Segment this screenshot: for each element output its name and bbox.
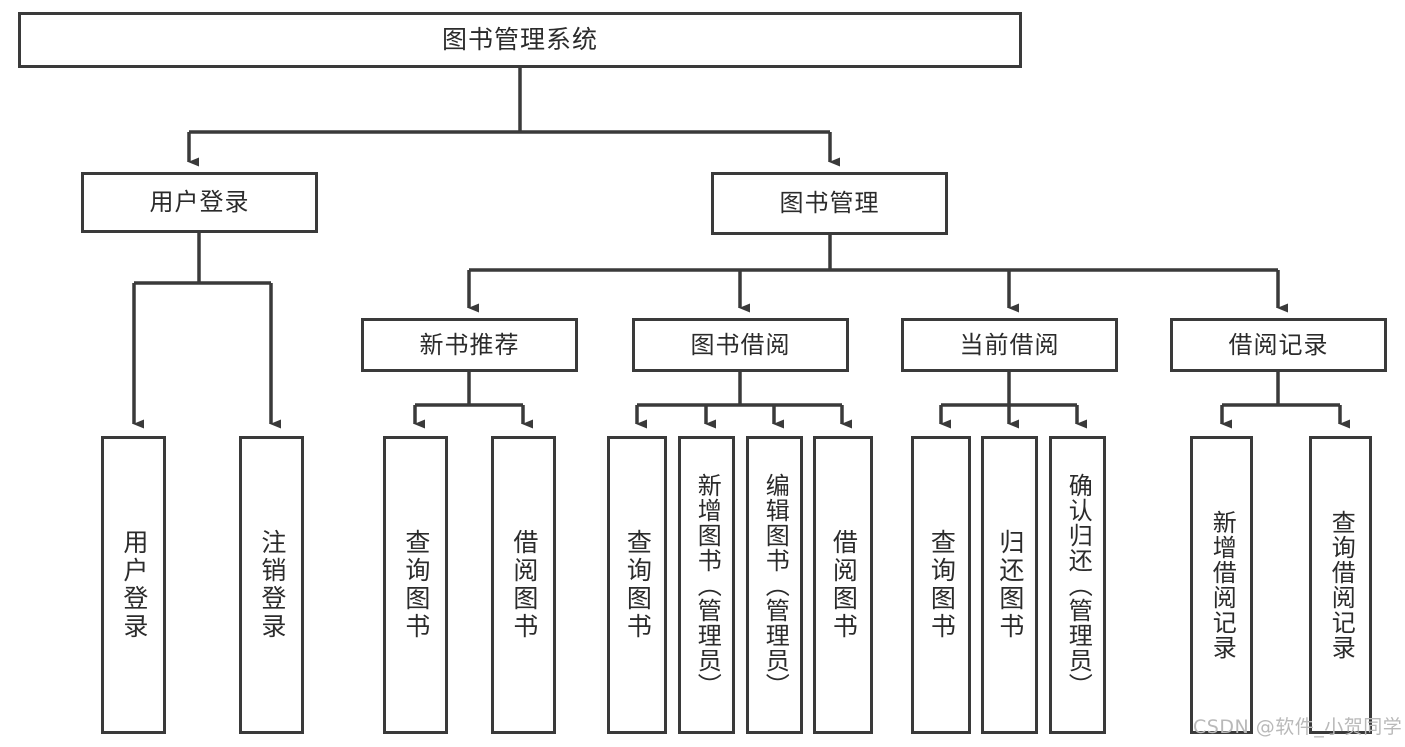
node-leaf-confirm-return[interactable]: 确认归还（管理员） — [1049, 436, 1106, 734]
node-label: 查询图书 — [401, 529, 431, 641]
node-label: 用户登录 — [149, 188, 250, 217]
node-label: 借阅记录 — [1228, 330, 1329, 359]
node-label: 图书管理 — [779, 189, 880, 218]
node-leaf-query-record[interactable]: 查询借阅记录 — [1309, 436, 1372, 734]
node-label: 新增借阅记录 — [1208, 510, 1237, 660]
node-label: 新增图书（管理员） — [693, 472, 722, 698]
node-leaf-query-book-2[interactable]: 查询图书 — [607, 436, 667, 734]
node-borrow-record[interactable]: 借阅记录 — [1170, 318, 1387, 372]
node-user-login[interactable]: 用户登录 — [81, 172, 318, 233]
node-label: 查询图书 — [623, 529, 653, 641]
node-leaf-edit-book[interactable]: 编辑图书（管理员） — [746, 436, 803, 734]
node-new-book-recommend[interactable]: 新书推荐 — [361, 318, 578, 372]
node-leaf-add-book[interactable]: 新增图书（管理员） — [678, 436, 735, 734]
node-label: 用户登录 — [119, 529, 149, 641]
node-leaf-add-record[interactable]: 新增借阅记录 — [1190, 436, 1253, 734]
node-label: 新书推荐 — [419, 330, 520, 359]
node-label: 查询图书 — [927, 529, 957, 641]
node-leaf-borrow-book-2[interactable]: 借阅图书 — [813, 436, 873, 734]
node-label: 图书管理系统 — [441, 25, 598, 55]
node-label: 借阅图书 — [829, 529, 859, 641]
node-label: 编辑图书（管理员） — [761, 472, 790, 698]
node-current-borrow[interactable]: 当前借阅 — [901, 318, 1118, 372]
node-leaf-return-book[interactable]: 归还图书 — [981, 436, 1038, 734]
watermark-credit: CSDN @软件_小贺同学 — [1193, 716, 1403, 738]
node-label: 注销登录 — [257, 529, 287, 641]
node-label: 图书借阅 — [690, 330, 791, 359]
node-leaf-borrow-book-1[interactable]: 借阅图书 — [491, 436, 556, 734]
node-book-management[interactable]: 图书管理 — [711, 172, 948, 235]
node-label: 当前借阅 — [959, 330, 1060, 359]
node-root-system[interactable]: 图书管理系统 — [18, 12, 1022, 68]
node-label: 查询借阅记录 — [1327, 510, 1356, 660]
node-label: 借阅图书 — [509, 529, 539, 641]
node-leaf-user-login[interactable]: 用户登录 — [101, 436, 166, 734]
node-leaf-query-book-1[interactable]: 查询图书 — [383, 436, 448, 734]
node-leaf-query-book-3[interactable]: 查询图书 — [911, 436, 971, 734]
node-label: 归还图书 — [995, 529, 1025, 641]
node-label: 确认归还（管理员） — [1064, 472, 1093, 698]
node-book-borrow[interactable]: 图书借阅 — [632, 318, 849, 372]
node-leaf-logout[interactable]: 注销登录 — [239, 436, 304, 734]
